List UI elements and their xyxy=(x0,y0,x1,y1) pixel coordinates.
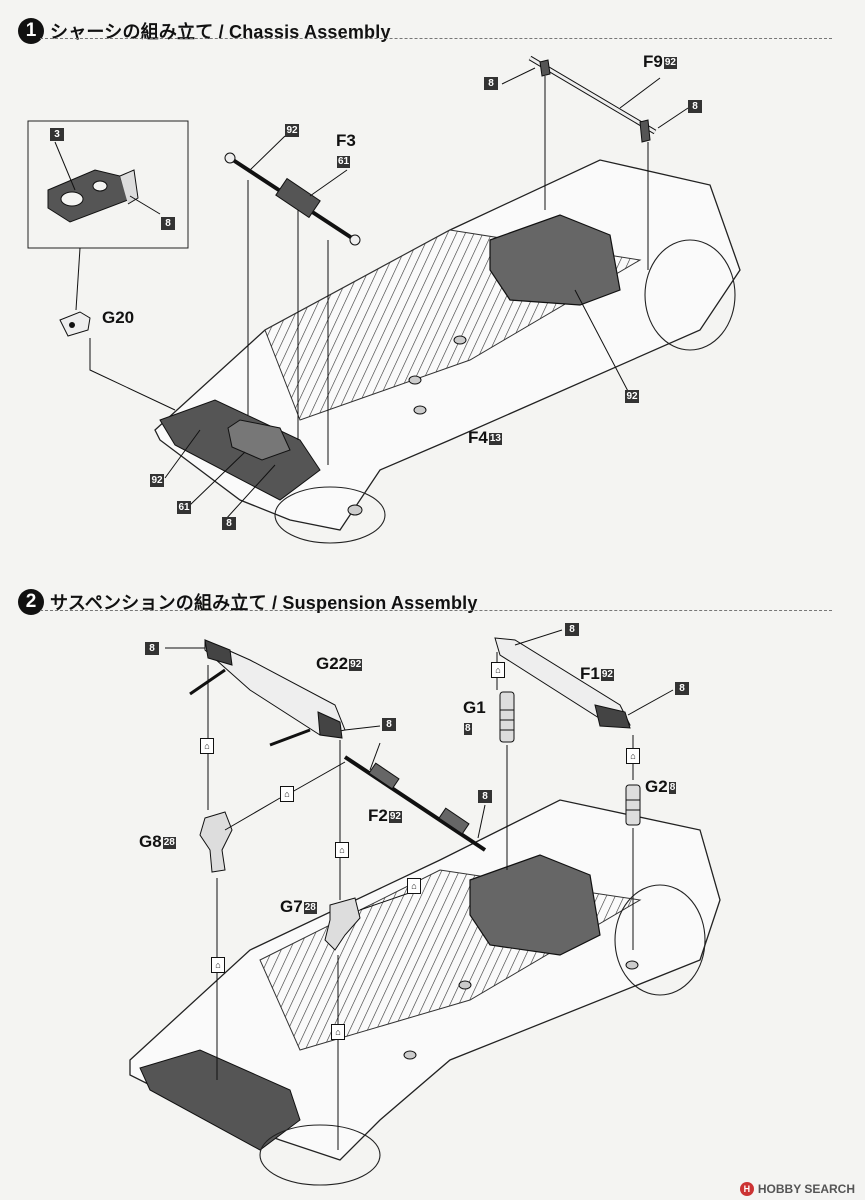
step1-header: 1 シャーシの組み立て / Chassis Assembly xyxy=(18,18,391,44)
g22-bracket-color-tag: 8 xyxy=(145,642,159,655)
f9-color: 92 xyxy=(663,56,677,69)
f1-color: 92 xyxy=(600,668,614,681)
tank-color-tag: 92 xyxy=(625,390,639,403)
f3-end-color-tag: 92 xyxy=(285,124,299,137)
f2-label-text: F2 xyxy=(368,806,388,825)
g2-shock xyxy=(625,784,641,950)
step1-title: シャーシの組み立て / Chassis Assembly xyxy=(50,22,391,42)
f1-end-color-tag: 8 xyxy=(675,682,689,695)
g20-detail-inset xyxy=(27,120,189,311)
hobby-search-watermark: H HOBBY SEARCH xyxy=(739,1182,855,1196)
glue-icon: ⌂ xyxy=(407,878,421,894)
g1-color: 8 xyxy=(464,722,472,735)
step1-divider xyxy=(40,38,832,39)
g8-label-text: G8 xyxy=(139,832,162,851)
subframe-color-tag: 92 xyxy=(150,474,164,487)
glue-icon: ⌂ xyxy=(280,786,294,802)
step1-number: 1 xyxy=(18,18,44,44)
step2-title: サスペンションの組み立て / Suspension Assembly xyxy=(50,593,478,613)
f3-color: 61 xyxy=(337,155,351,168)
f2-end-color-tag: 8 xyxy=(478,790,492,803)
f3-bar xyxy=(224,135,361,465)
f9-bar xyxy=(501,55,689,270)
inset-tag-8: 8 xyxy=(161,217,175,230)
chassis-f4 xyxy=(154,159,741,544)
g22-end-color-tag: 8 xyxy=(382,718,396,731)
f1-bracket-color-tag: 8 xyxy=(565,623,579,636)
gearbox-color-tag: 61 xyxy=(177,501,191,514)
step2-number: 2 xyxy=(18,589,44,615)
g7-color: 28 xyxy=(303,901,317,914)
g2-label-text: G2 xyxy=(645,777,668,796)
f1-arm xyxy=(494,629,674,780)
f2-rod xyxy=(284,742,487,852)
g2-color: 8 xyxy=(668,781,677,794)
glue-icon: ⌂ xyxy=(491,662,505,678)
g8-color: 28 xyxy=(162,836,176,849)
g22-color: 92 xyxy=(349,658,363,671)
watermark-text: HOBBY SEARCH xyxy=(757,1182,855,1196)
mount-color-tag: 8 xyxy=(222,517,236,530)
glue-icon: ⌂ xyxy=(200,738,214,754)
g7-label-text: G7 xyxy=(280,897,303,916)
f1-label-text: F1 xyxy=(580,664,600,683)
step2-divider xyxy=(40,610,832,611)
g22-arm xyxy=(165,639,381,900)
f9-label-text: F9 xyxy=(643,52,663,71)
step1-leader-lines xyxy=(164,289,631,521)
f4-label-text: F4 xyxy=(468,428,488,447)
step2-header: 2 サスペンションの組み立て / Suspension Assembly xyxy=(18,589,478,615)
g8-upright xyxy=(199,797,281,1080)
inset-tag-3: 3 xyxy=(50,128,64,141)
f2-color: 92 xyxy=(388,810,402,823)
g20-part xyxy=(59,311,176,411)
g22-label-text: G22 xyxy=(316,654,349,673)
f3-label-text: F3 xyxy=(336,131,356,150)
g20-label: G20 xyxy=(102,308,135,327)
hobby-search-logo-icon: H xyxy=(739,1182,754,1196)
glue-icon: ⌂ xyxy=(626,748,640,764)
glue-icon: ⌂ xyxy=(211,957,225,973)
glue-icon: ⌂ xyxy=(335,842,349,858)
glue-icon: ⌂ xyxy=(331,1024,345,1040)
g7-upright xyxy=(324,891,413,1150)
f9-left-color-tag: 8 xyxy=(484,77,498,90)
f4-color: 13 xyxy=(488,432,502,445)
f9-right-color-tag: 8 xyxy=(688,100,702,113)
g1-label-text: G1 xyxy=(463,698,486,717)
